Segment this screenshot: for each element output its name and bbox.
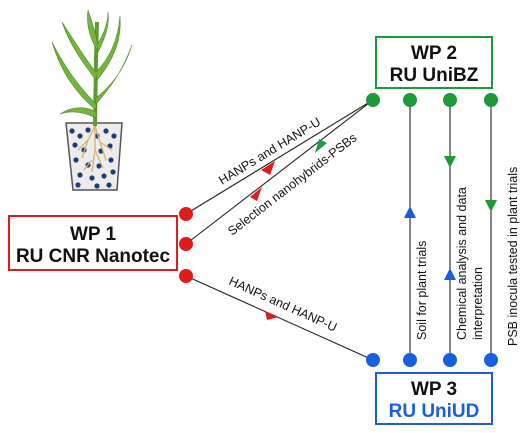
arrow-wp1-to-wp3 bbox=[265, 311, 279, 320]
wp3-subtitle: RU UniUD bbox=[389, 401, 480, 422]
label-chem-line2: interpretation bbox=[471, 267, 485, 340]
label-psb: PSB inocula tested in plant trials bbox=[506, 167, 520, 346]
label-soil: Soil for plant trials bbox=[415, 241, 429, 340]
direction-arrows bbox=[250, 139, 497, 320]
wp1-dot-2 bbox=[179, 237, 193, 251]
wp1-box bbox=[8, 215, 178, 271]
wp2-node: WP 2 RU UniBZ bbox=[375, 36, 493, 89]
wp3-node: WP 3 RU UniUD bbox=[375, 372, 493, 425]
wp1-dot-3 bbox=[179, 269, 193, 283]
connector-lines bbox=[185, 99, 492, 361]
link-wp1-wp2-top bbox=[185, 99, 374, 215]
wp1-node: WP 1 RU CNR Nanotec bbox=[8, 215, 178, 271]
wp2-subtitle: RU UniBZ bbox=[390, 65, 479, 86]
wp2-dot-3 bbox=[443, 93, 457, 107]
wp2-title: WP 2 bbox=[411, 43, 457, 64]
arrow-wp2-to-wp1-selection bbox=[315, 139, 327, 153]
plant-roots bbox=[77, 125, 113, 173]
wp1-dot-1 bbox=[179, 207, 193, 221]
arrow-psb-down bbox=[485, 200, 497, 212]
wp3-dot-1 bbox=[366, 353, 380, 367]
wp3-dot-2 bbox=[403, 353, 417, 367]
wp3-connection-dots bbox=[366, 353, 498, 367]
maize-plant-in-pot-icon bbox=[51, 9, 133, 191]
arrow-chem-up bbox=[444, 268, 456, 280]
link-wp1-wp2-selection bbox=[185, 99, 374, 245]
wp3-dot-4 bbox=[484, 353, 498, 367]
wp3-box bbox=[375, 372, 493, 425]
arrow-wp1-to-wp2-top bbox=[261, 161, 275, 175]
wp3-dot-3 bbox=[443, 353, 457, 367]
plant-leaves bbox=[51, 9, 133, 119]
wp2-dot-2 bbox=[403, 93, 417, 107]
label-wp1-wp2-selection: Selection nanohybrids-PSBs bbox=[225, 131, 359, 239]
wp2-box bbox=[375, 36, 493, 89]
wp2-connection-dots bbox=[366, 93, 498, 107]
wp1-subtitle: RU CNR Nanotec bbox=[16, 246, 171, 267]
arrow-wp1-to-wp2-selection bbox=[250, 187, 262, 201]
arrow-soil-up bbox=[404, 206, 416, 218]
wp2-dot-1 bbox=[366, 93, 380, 107]
arrow-chem-down bbox=[444, 156, 456, 168]
wp1-connection-dots bbox=[179, 207, 193, 283]
pot-granules bbox=[69, 127, 117, 189]
link-wp1-wp3 bbox=[185, 275, 374, 361]
label-chem-line1: Chemical analysis and data bbox=[455, 187, 469, 340]
wp3-title: WP 3 bbox=[411, 379, 457, 400]
wp2-dot-4 bbox=[484, 93, 498, 107]
wp1-title: WP 1 bbox=[70, 224, 117, 245]
label-wp1-wp3: HANPs and HANP-U bbox=[227, 274, 339, 335]
